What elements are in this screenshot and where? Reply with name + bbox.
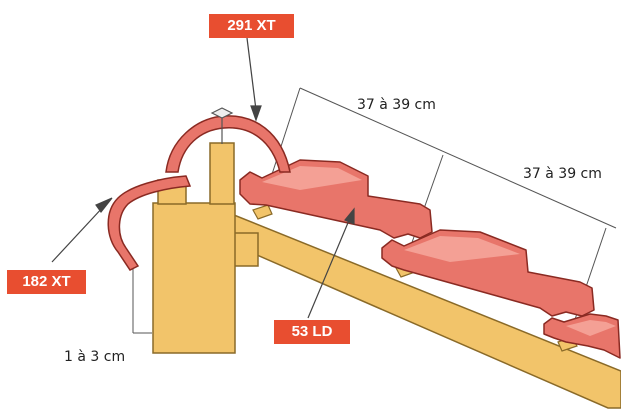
ridge-tile bbox=[165, 115, 291, 173]
overhang-label: 1 à 3 cm bbox=[64, 349, 126, 365]
ventilation-strip-callout: 182 XT bbox=[7, 270, 86, 294]
callout-arrows bbox=[51, 37, 355, 319]
ridge-batten-center bbox=[209, 142, 235, 205]
roof-tile-callout: 53 LD bbox=[274, 320, 350, 344]
batten bbox=[252, 204, 273, 220]
batten-spacing-upper-label: 37 à 39 cm bbox=[357, 97, 436, 113]
ventilation-strip bbox=[107, 175, 192, 271]
batten-spacing-lower-label: 37 à 39 cm bbox=[523, 166, 602, 182]
ridge-clip bbox=[210, 107, 234, 144]
support-block bbox=[231, 232, 259, 267]
ridge-beam bbox=[152, 202, 236, 354]
ridge-tile-callout: 291 XT bbox=[209, 14, 294, 38]
